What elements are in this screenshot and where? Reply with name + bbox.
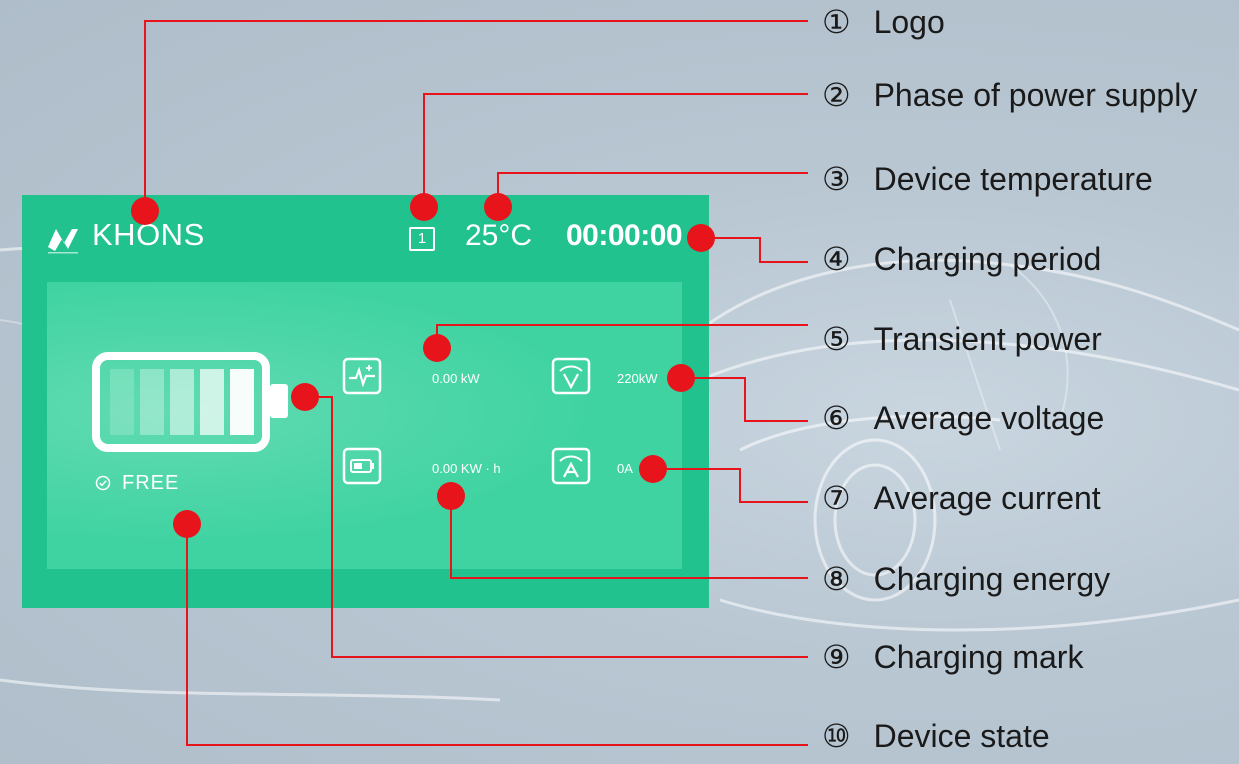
voltage-icon [551,357,591,395]
callout-number: ⑤ [822,321,851,357]
power-waveform-icon [342,357,382,395]
callout-current: ⑦ Average current [822,479,1101,517]
brand-name: KHONS [92,217,205,253]
current-icon [551,447,591,485]
callout-text: Charging mark [874,639,1084,675]
battery-energy-icon [342,447,382,485]
charger-display-screen: KHONS 1 25°C 00:00:00 FREE 0.00 kW 220kW [22,195,709,608]
khons-logo-icon [46,225,80,255]
device-temperature: 25°C [465,219,532,253]
check-circle-icon [95,475,111,491]
callout-number: ⑨ [822,639,851,675]
callout-number: ⑥ [822,400,851,436]
callout-voltage: ⑥ Average voltage [822,399,1104,437]
callout-power: ⑤ Transient power [822,320,1102,358]
callout-text: Average current [874,480,1101,516]
callout-text: Average voltage [874,400,1105,436]
average-current-value: 0A [617,461,633,476]
charging-period-timer: 00:00:00 [566,219,682,253]
callout-text: Charging period [874,241,1102,277]
callout-number: ④ [822,241,851,277]
callout-energy: ⑧ Charging energy [822,560,1110,598]
callout-phase: ② Phase of power supply [822,76,1197,114]
callout-text: Transient power [874,321,1102,357]
charging-energy-value: 0.00 KW · h [432,461,501,476]
callout-text: Charging energy [874,561,1111,597]
callout-charging-mark: ⑨ Charging mark [822,638,1083,676]
callout-temperature: ③ Device temperature [822,160,1153,198]
callout-number: ① [822,4,851,40]
callout-logo: ① Logo [822,3,945,41]
callout-number: ⑧ [822,561,851,597]
callout-text: Device temperature [874,161,1153,197]
transient-power-value: 0.00 kW [432,371,480,386]
callout-number: ③ [822,161,851,197]
callout-number: ⑩ [822,718,851,754]
callout-state: ⑩ Device state [822,717,1050,755]
phase-indicator: 1 [409,227,435,251]
callout-number: ② [822,77,851,113]
callout-text: Phase of power supply [874,77,1198,113]
callout-number: ⑦ [822,480,851,516]
device-state: FREE [122,472,179,495]
callout-period: ④ Charging period [822,240,1101,278]
callout-text: Device state [874,718,1050,754]
callout-text: Logo [874,4,945,40]
battery-icon [92,352,302,452]
average-voltage-value: 220kW [617,371,657,386]
